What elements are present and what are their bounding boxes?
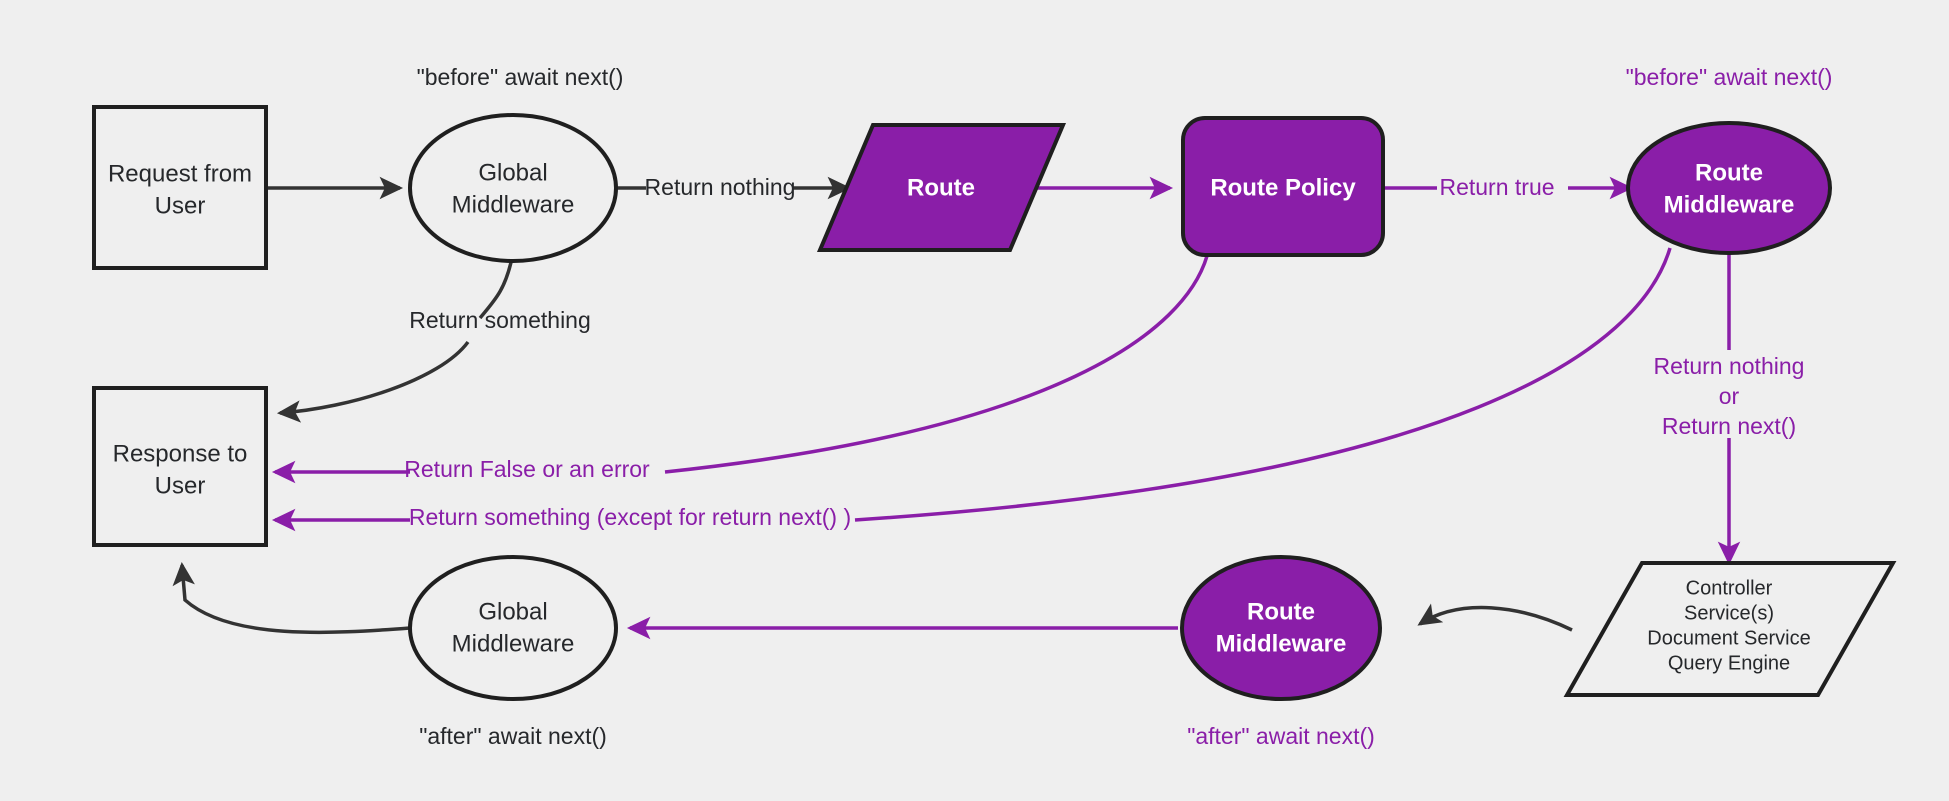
edge-global-middleware-to-response <box>276 340 470 423</box>
node-route-middleware-top[interactable]: Route Middleware <box>1626 121 1832 255</box>
global-middleware-top-label-line2: Middleware <box>452 191 575 218</box>
route-policy-label: Route Policy <box>1210 174 1356 201</box>
node-route-policy[interactable]: Route Policy <box>1181 116 1385 257</box>
edge-label-return-false-or-error: Return False or an error <box>404 456 650 482</box>
edge-label-return-nothing-or-line2: or <box>1719 383 1740 409</box>
node-route-middleware-bottom[interactable]: Route Middleware <box>1180 555 1382 701</box>
edge-route-policy-to-response-curve <box>664 255 1209 474</box>
edge-controller-to-route-middleware-bottom <box>1417 603 1573 632</box>
global-middleware-bottom-label-line2: Middleware <box>452 630 575 657</box>
response-to-user-label-line1: Response to <box>113 440 248 467</box>
edge-label-return-nothing-top: Return nothing <box>645 174 796 200</box>
request-from-user-label-line2: User <box>155 192 206 219</box>
edge-route-middleware-to-response-curve <box>854 247 1672 522</box>
controller-stack-label-line2: Service(s) <box>1684 602 1774 624</box>
node-route[interactable]: Route <box>816 123 1067 252</box>
route-policy-box <box>1181 116 1385 257</box>
route-middleware-bottom-label-line1: Route <box>1247 598 1315 625</box>
edge-label-return-something-top: Return something <box>409 307 591 333</box>
global-middleware-bottom-label-line1: Global <box>478 598 547 625</box>
response-to-user-label-line2: User <box>155 472 206 499</box>
request-from-user-box <box>92 105 268 270</box>
controller-stack-label-line1: Controller <box>1686 577 1773 599</box>
edge-global-middleware-bottom-to-response <box>172 561 411 635</box>
node-controller-stack[interactable]: Controller Service(s) Document Service Q… <box>1563 561 1897 697</box>
edge-label-return-true: Return true <box>1439 174 1554 200</box>
route-middleware-bottom-label-line2: Middleware <box>1216 630 1347 657</box>
route-middleware-bottom-ellipse <box>1180 555 1382 701</box>
node-global-middleware-top[interactable]: Global Middleware <box>408 113 618 263</box>
node-request-from-user[interactable]: Request from User <box>92 105 268 270</box>
controller-stack-label-line3: Document Service <box>1647 627 1810 649</box>
route-parallelogram <box>816 123 1067 252</box>
global-middleware-top-ellipse <box>408 113 618 263</box>
edge-global-middleware-return-something-stub <box>478 257 514 320</box>
edge-label-return-something-except-next: Return something (except for return next… <box>409 504 851 530</box>
annotation-after-await-next-route: "after" await next() <box>1187 723 1375 749</box>
route-middleware-top-ellipse <box>1626 121 1832 255</box>
request-from-user-label-line1: Request from <box>108 160 252 187</box>
response-to-user-box <box>92 386 268 547</box>
edge-label-return-nothing-or-line3: Return next() <box>1662 413 1796 439</box>
node-global-middleware-bottom[interactable]: Global Middleware <box>408 555 618 701</box>
global-middleware-top-label-line1: Global <box>478 159 547 186</box>
edge-label-return-nothing-or-line1: Return nothing <box>1654 353 1805 379</box>
global-middleware-bottom-ellipse <box>408 555 618 701</box>
route-label: Route <box>907 174 975 201</box>
route-middleware-top-label-line2: Middleware <box>1664 191 1795 218</box>
annotation-after-await-next-global: "after" await next() <box>419 723 607 749</box>
annotation-before-await-next-global: "before" await next() <box>417 64 624 90</box>
route-middleware-top-label-line1: Route <box>1695 159 1763 186</box>
annotation-before-await-next-route: "before" await next() <box>1626 64 1833 90</box>
controller-stack-label-line4: Query Engine <box>1668 652 1790 674</box>
controller-stack-parallelogram <box>1563 561 1897 697</box>
node-response-to-user[interactable]: Response to User <box>92 386 268 547</box>
